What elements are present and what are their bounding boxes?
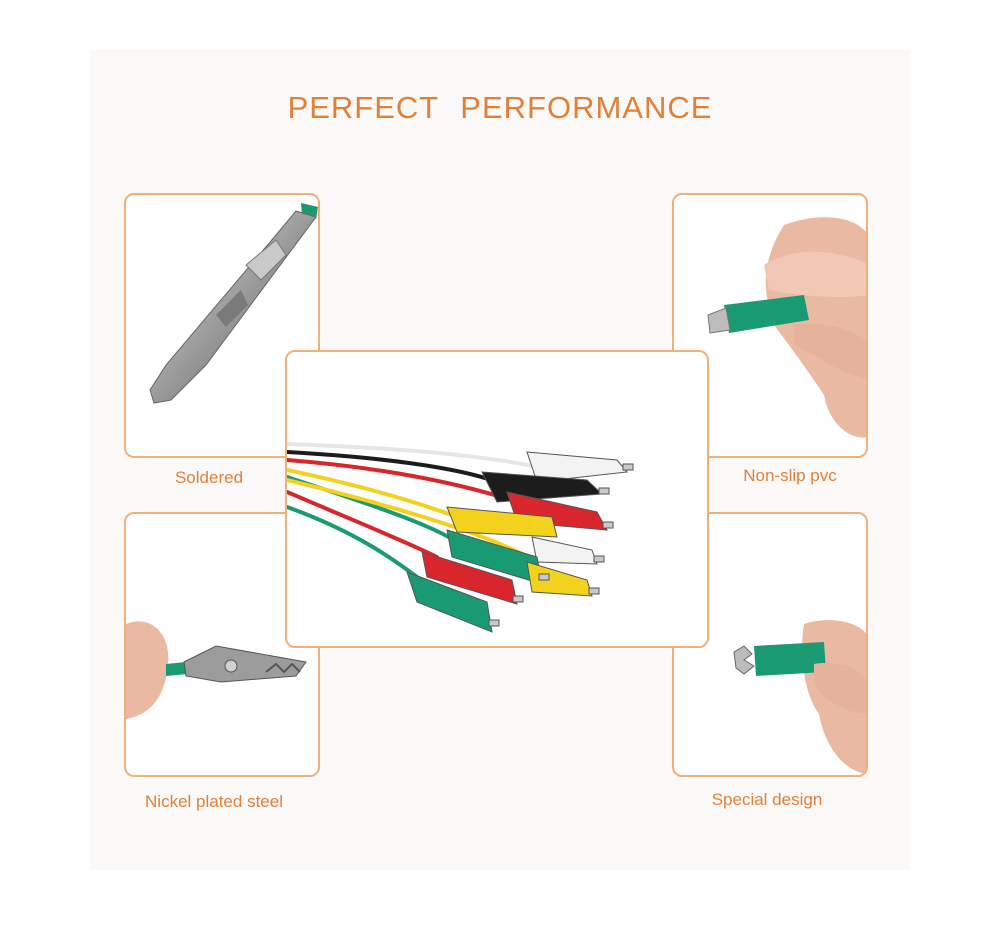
feature-label-soldered: Soldered bbox=[174, 468, 244, 487]
hand-holding-steel-clip-photo bbox=[126, 621, 307, 719]
center-product-card bbox=[285, 350, 709, 648]
feature-label-special-design: Special design bbox=[711, 790, 823, 809]
colored-alligator-clip-leads-photo bbox=[287, 442, 634, 633]
feature-label-nickel-plated-steel: Nickel plated steel bbox=[145, 792, 283, 811]
hand-holding-green-clip-photo bbox=[707, 217, 866, 438]
feature-card-soldered bbox=[124, 193, 320, 458]
feature-label-non-slip-pvc: Non-slip pvc bbox=[743, 466, 837, 485]
soldered-clip-photo bbox=[149, 203, 318, 404]
hand-holding-clip-teeth-photo bbox=[733, 620, 866, 774]
page-title: PERFECT PERFORMANCE bbox=[287, 90, 713, 125]
